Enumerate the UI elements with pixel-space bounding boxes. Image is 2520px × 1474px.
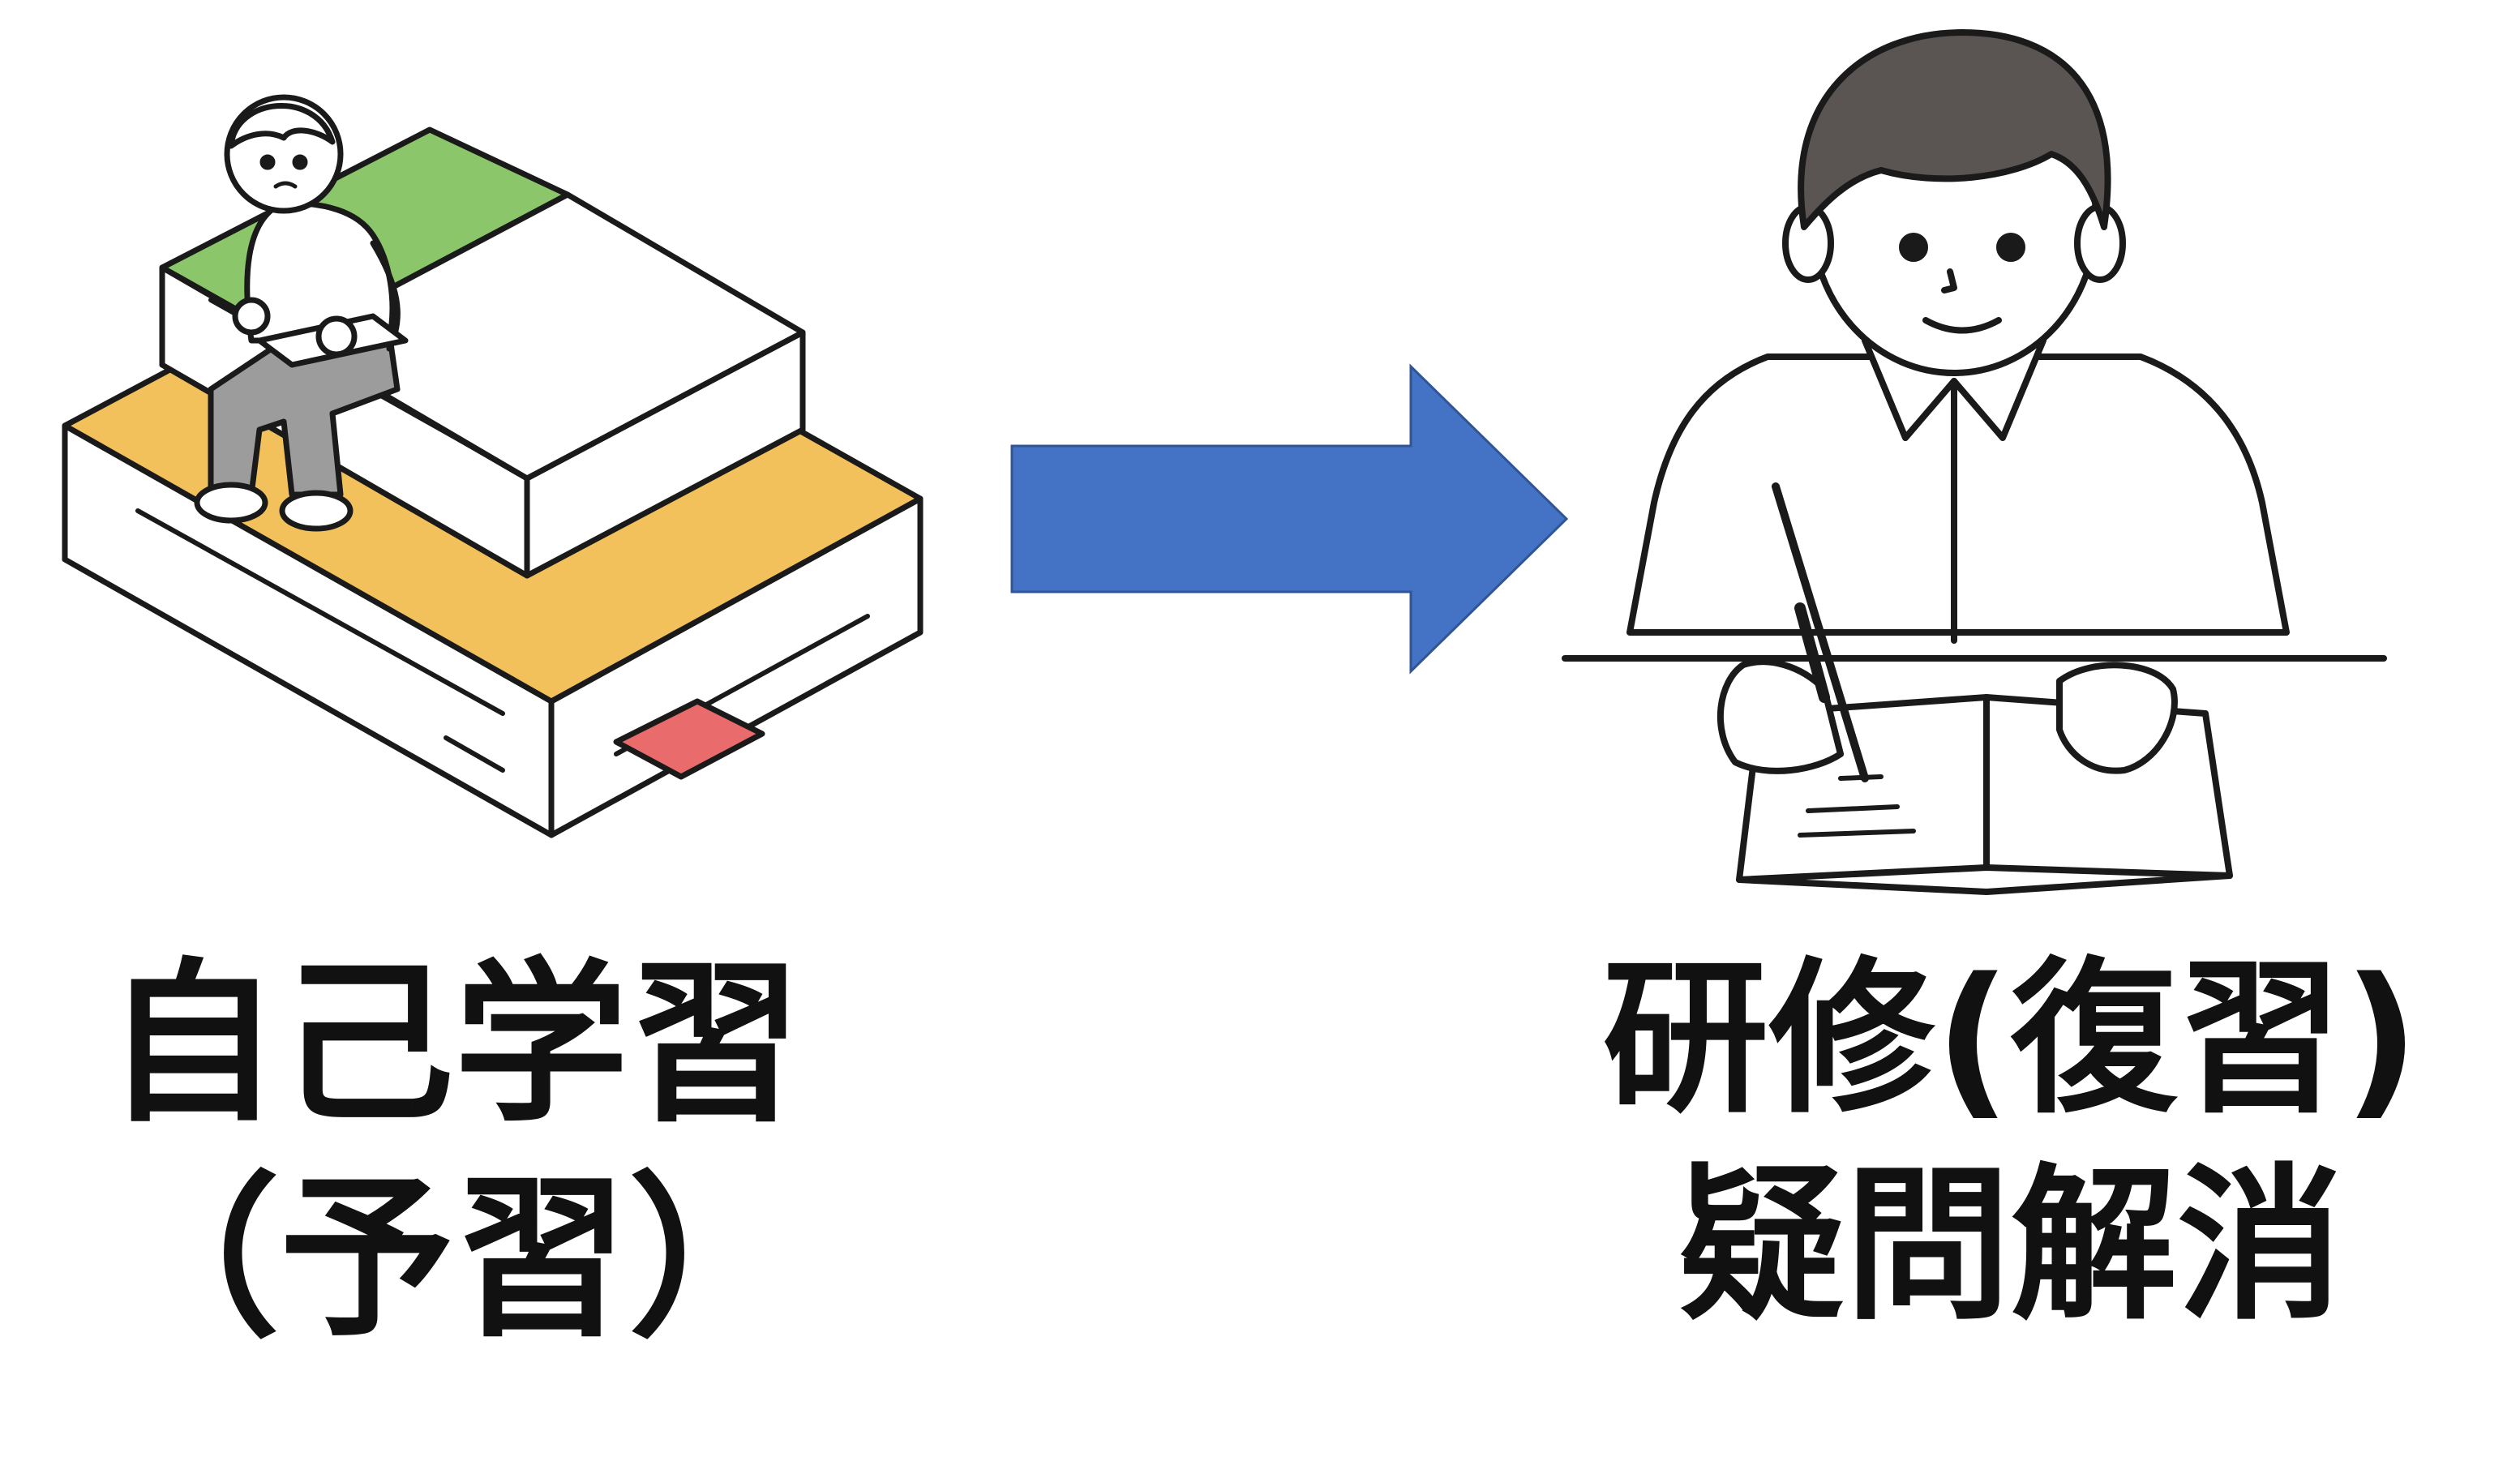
training-review-illustration: [1562, 29, 2387, 895]
person-body: [244, 199, 396, 344]
self-study-caption: 自己学習 （予習）: [49, 957, 859, 1346]
self-study-subtitle: （予習）: [105, 1157, 803, 1360]
pen: [1772, 482, 1869, 782]
person-legs: [208, 329, 401, 498]
right-hand: [2056, 662, 2178, 774]
person-hair: [1798, 29, 2111, 230]
training-title: 研修(復習): [1602, 943, 2419, 1136]
flow-arrow-shape: [1010, 363, 1569, 675]
person-torso: [1626, 354, 2290, 636]
left-hand: [1716, 658, 1844, 774]
self-study-illustration: [62, 94, 924, 838]
bookmark: [613, 698, 765, 780]
training-subtitle: 疑問解消: [1678, 1150, 2343, 1343]
training-caption: 研修(復習) 疑問解消: [1541, 957, 2481, 1330]
self-study-title: 自己学習: [105, 942, 803, 1146]
flow-arrow: [1010, 363, 1569, 675]
